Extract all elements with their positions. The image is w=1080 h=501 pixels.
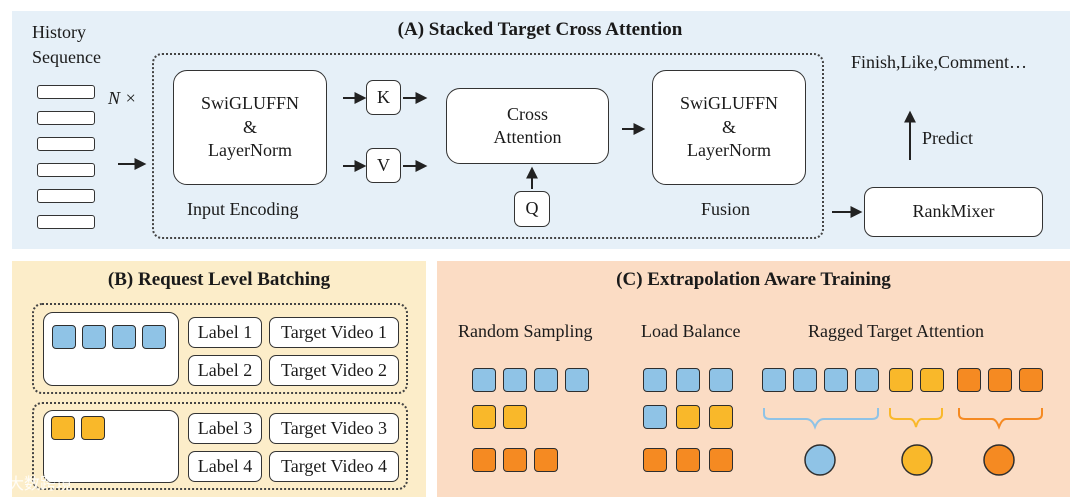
ampersand-text: & — [242, 116, 257, 137]
input-encoding-label: Input Encoding — [187, 199, 299, 219]
token-blue — [565, 368, 589, 392]
target-box-3: Target Video 3 — [269, 413, 399, 444]
token-blue — [643, 368, 667, 392]
label-box-4: Label 4 — [188, 451, 262, 482]
n-times-label: N × — [108, 88, 137, 108]
fusion-swiglu-box: SwiGLUFFN & LayerNorm — [652, 70, 806, 185]
panel-b-title: (B) Request Level Batching — [107, 269, 331, 290]
input-swiglu-box: SwiGLUFFN & LayerNorm — [173, 70, 327, 185]
fusion-label: Fusion — [701, 199, 751, 219]
pooled-circle-orange — [983, 444, 1015, 476]
pooled-circle-yellow — [901, 444, 933, 476]
history-token — [112, 325, 136, 349]
swiglu-text: SwiGLUFFN — [679, 93, 779, 114]
history-item — [37, 189, 95, 203]
history-box-1 — [43, 312, 179, 386]
v-box: V — [366, 148, 401, 183]
history-item — [37, 163, 95, 177]
token-yellow — [503, 405, 527, 429]
layernorm-text: LayerNorm — [208, 140, 292, 161]
target-box-1: Target Video 1 — [269, 317, 399, 348]
token-orange — [676, 448, 700, 472]
panel-a-title: (A) Stacked Target Cross Attention — [397, 19, 683, 40]
token-orange — [709, 448, 733, 472]
q-box: Q — [514, 191, 550, 227]
brace-yellow — [889, 408, 943, 428]
outputs-label: Finish,Like,Comment… — [851, 52, 1028, 72]
token-orange — [1019, 368, 1043, 392]
history-item — [37, 215, 95, 229]
token-blue — [503, 368, 527, 392]
label-box-3: Label 3 — [188, 413, 262, 444]
history-label-line1: History — [32, 22, 86, 42]
history-token — [142, 325, 166, 349]
history-item — [37, 111, 95, 125]
token-blue — [793, 368, 817, 392]
brace-blue — [763, 408, 879, 430]
rankmixer-box: RankMixer — [864, 187, 1043, 237]
brace-orange — [958, 408, 1043, 430]
token-yellow — [920, 368, 944, 392]
pooled-circle-blue — [804, 444, 836, 476]
random-sampling-label: Random Sampling — [458, 321, 593, 341]
history-item — [37, 85, 95, 99]
stacked-block-frame — [152, 53, 824, 239]
token-yellow — [709, 405, 733, 429]
batch-frame-2 — [32, 402, 408, 490]
predict-label: Predict — [922, 128, 973, 148]
swiglu-text: SwiGLUFFN — [200, 93, 300, 114]
cross-text: Cross — [506, 103, 548, 124]
label-box-1: Label 1 — [188, 317, 262, 348]
target-box-2: Target Video 2 — [269, 355, 399, 386]
history-token — [81, 416, 105, 440]
target-box-4: Target Video 4 — [269, 451, 399, 482]
token-blue — [643, 405, 667, 429]
layernorm-text: LayerNorm — [687, 140, 771, 161]
watermark-logo: 大数跨境 — [8, 474, 73, 493]
k-box: K — [366, 80, 401, 115]
token-blue — [676, 368, 700, 392]
token-blue — [855, 368, 879, 392]
ampersand-text: & — [721, 116, 736, 137]
attention-text: Attention — [493, 127, 562, 147]
token-yellow — [889, 368, 913, 392]
token-orange — [643, 448, 667, 472]
history-token — [51, 416, 75, 440]
label-box-2: Label 2 — [188, 355, 262, 386]
token-blue — [709, 368, 733, 392]
history-token — [52, 325, 76, 349]
token-blue — [472, 368, 496, 392]
cross-attention-box: Cross Attention — [446, 88, 609, 164]
history-item — [37, 137, 95, 151]
load-balance-label: Load Balance — [641, 321, 741, 341]
batch-frame-1 — [32, 303, 408, 394]
history-token — [82, 325, 106, 349]
panel-c-title: (C) Extrapolation Aware Training — [616, 269, 891, 290]
token-yellow — [472, 405, 496, 429]
token-blue — [762, 368, 786, 392]
token-yellow — [676, 405, 700, 429]
token-orange — [472, 448, 496, 472]
token-orange — [534, 448, 558, 472]
token-blue — [824, 368, 848, 392]
token-blue — [534, 368, 558, 392]
token-orange — [957, 368, 981, 392]
history-label-line2: Sequence — [32, 47, 101, 67]
token-orange — [503, 448, 527, 472]
token-orange — [988, 368, 1012, 392]
ragged-attention-label: Ragged Target Attention — [808, 321, 985, 341]
